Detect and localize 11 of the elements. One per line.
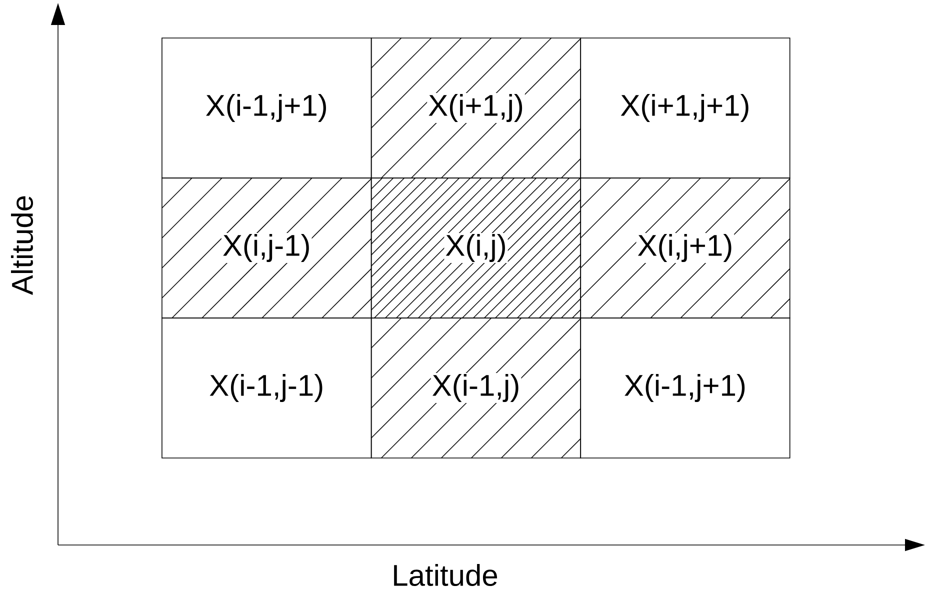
- grid-cell: X(i,j-1): [162, 178, 372, 318]
- grid-cell: X(i-1,j-1): [162, 318, 372, 458]
- grid-cell: X(i+1,j+1): [580, 38, 790, 178]
- grid-cell: X(i-1,j+1): [580, 318, 790, 458]
- grid-cell: X(i,j+1): [580, 178, 790, 318]
- grid-cell: X(i+1,j): [370, 38, 582, 178]
- grid-cell: X(i-1,j): [370, 318, 582, 458]
- axis-label: Altitude: [11, 196, 34, 295]
- grid-cell: X(i,j): [370, 178, 582, 318]
- axis-label: Latitude: [394, 564, 498, 586]
- grid-cell: X(i-1,j+1): [162, 38, 372, 178]
